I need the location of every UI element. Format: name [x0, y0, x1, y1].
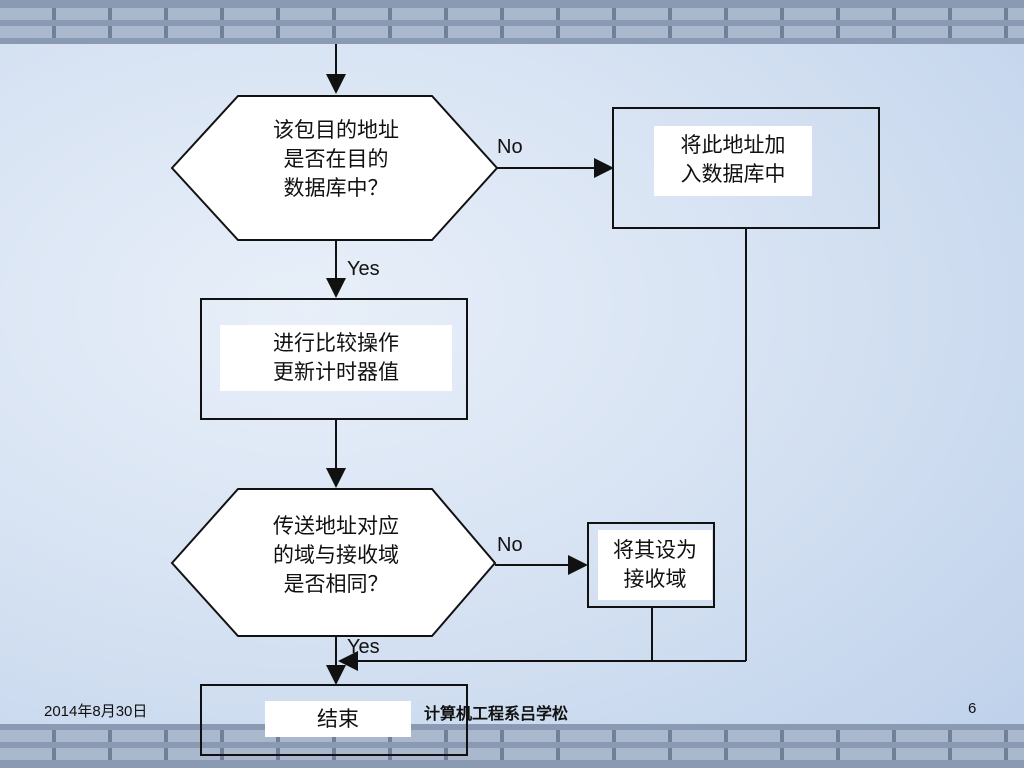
- set-recv-label: 将其设为 接收域: [613, 538, 697, 591]
- add-db-text-bg: [654, 126, 812, 196]
- top-brick-border: [0, 0, 1024, 44]
- add-db-label: 将此地址加 入数据库中: [680, 133, 786, 186]
- bottom-brick-border: [0, 724, 1024, 768]
- no1-label: No: [497, 136, 523, 158]
- compare-box: [200, 298, 468, 420]
- yes1-label: Yes: [347, 258, 380, 280]
- brick-row: [0, 26, 1024, 38]
- brick-row: [0, 8, 1024, 20]
- end-text-bg: [265, 701, 411, 737]
- footer-date: 2014年8月30日: [44, 703, 148, 720]
- compare-text-bg: [220, 325, 452, 391]
- end-box: [200, 684, 468, 756]
- page-number: 6: [968, 700, 977, 717]
- yes2-label: Yes: [347, 636, 380, 658]
- footer-author: 计算机工程系吕学松: [424, 706, 569, 723]
- brick-row: [0, 730, 1024, 742]
- set-recv-text-bg: [598, 530, 712, 600]
- end-label: 结束: [317, 707, 359, 731]
- decision2-shape: [170, 488, 497, 637]
- decision1-label: 该包目的地址 是否在目的 数据库中？: [273, 118, 399, 200]
- decision2-label: 传送地址对应 的域与接收域 是否相同？: [273, 514, 399, 596]
- brick-row: [0, 748, 1024, 760]
- compare-label: 进行比较操作 更新计时器值: [273, 331, 399, 384]
- no2-label: No: [497, 534, 523, 556]
